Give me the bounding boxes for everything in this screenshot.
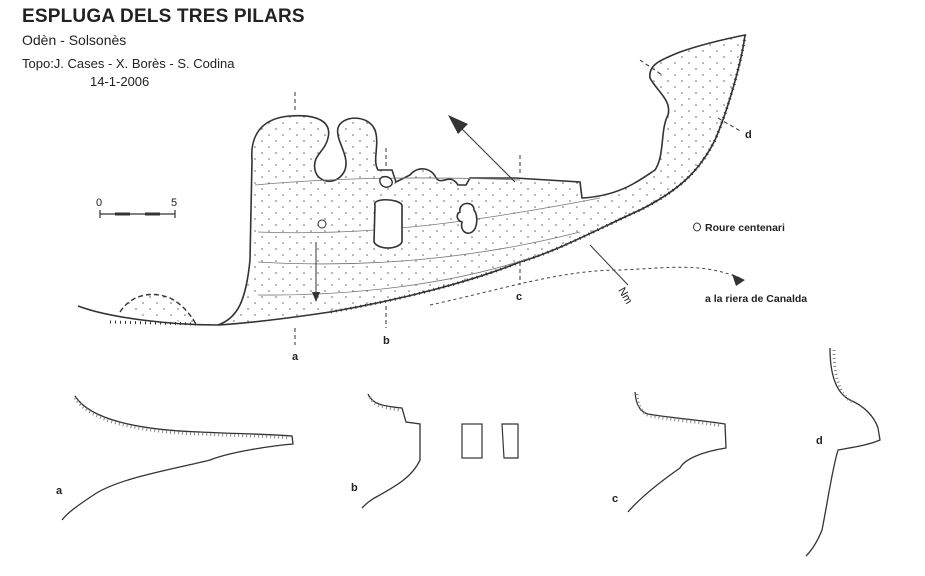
north-arrow: Nm (589, 244, 634, 307)
section-b (361, 393, 519, 509)
cave-plan (217, 33, 747, 326)
survey-date: 14-1-2006 (90, 74, 150, 89)
north-label: Nm (615, 286, 634, 307)
section-label-d: d (816, 435, 823, 447)
scale-zero: 0 (96, 197, 102, 209)
section-c (627, 391, 727, 513)
contour-line (254, 177, 521, 186)
riera-path: a la riera de Canalda (429, 266, 807, 306)
pillar-1 (373, 198, 403, 249)
cave-floor-outline (217, 33, 746, 326)
dripline-hatch (329, 34, 747, 314)
scale-bar: 0 5 (96, 197, 177, 218)
section-d (805, 347, 881, 557)
roure-label: Roure centenari (705, 222, 785, 234)
section-a (61, 395, 294, 521)
contour-line (257, 257, 531, 296)
mound (77, 293, 219, 326)
topo-credits: Topo:J. Cases - X. Borès - S. Codina (22, 56, 235, 71)
rock-mark (317, 219, 327, 229)
pillar-2 (456, 202, 478, 235)
location-text: Odèn - Solsonès (22, 32, 127, 48)
section-cuts (294, 59, 743, 345)
roure-marker: Roure centenari (693, 222, 785, 234)
contour-line (257, 231, 581, 265)
page-title: ESPLUGA DELS TRES PILARS (22, 6, 305, 27)
section-label-a: a (56, 485, 63, 497)
section-label-c-plan: c (516, 291, 522, 303)
section-label-b-plan: b (383, 335, 390, 347)
riera-label: a la riera de Canalda (705, 293, 807, 305)
section-label-b: b (351, 482, 358, 494)
contour-line (257, 197, 601, 234)
section-label-c: c (612, 493, 618, 505)
entrance-arrow-head (312, 292, 320, 302)
pillar-3 (379, 175, 393, 188)
direction-arrow (448, 115, 516, 183)
scale-five: 5 (171, 197, 177, 209)
section-label-d-plan: d (745, 129, 752, 141)
section-label-a-plan: a (292, 351, 299, 363)
